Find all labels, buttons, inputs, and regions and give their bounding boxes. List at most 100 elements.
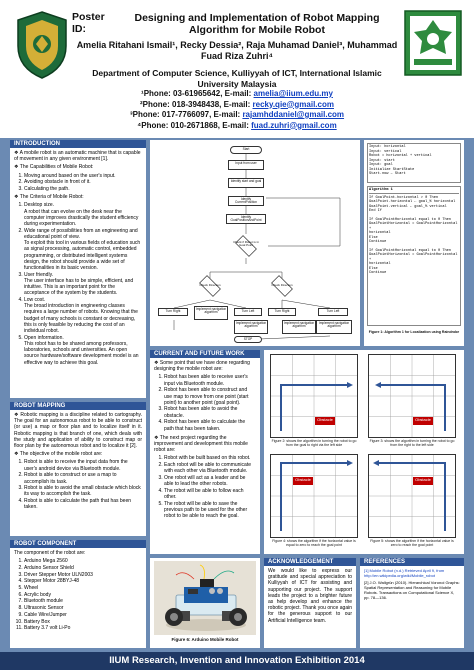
list-item: Desktop size.A robot that can evolve on …: [24, 202, 142, 227]
robot-photo-panel: Figure 6: Arduino Mobile Robot: [150, 558, 260, 648]
flow-goal-check-label: Check if Robot is in Goal Point: [233, 240, 259, 248]
introduction-body: ❖ A mobile robot is an automatic machine…: [10, 148, 146, 368]
list-item: The robot will be able to save the previ…: [164, 501, 256, 520]
contact-line-4: ⁴Phone: 010-2671868, E-mail: fuad.zuhri@…: [72, 121, 402, 132]
arduino-robot-photo: [154, 561, 256, 635]
grid-figure-3: Obstacle: [368, 354, 456, 438]
code-line: If GoalPoint.horizontal > 0 Then: [369, 195, 439, 200]
email-link-1[interactable]: amelia@iium.edu.my: [253, 89, 333, 98]
flow-turn-left-2: Turn Left: [318, 308, 348, 316]
done-list: Robot has been able to receive user's in…: [154, 374, 256, 431]
criteria-label: Wide range of possibilities from an engi…: [24, 227, 138, 240]
algorithm-body-box: Algorithm 1 If GoalPoint.horizontal > 0 …: [367, 186, 461, 326]
algorithm-title: Algorithm 1: [369, 188, 459, 194]
iium-crest-logo: [17, 11, 67, 79]
grid-figures-panel: Obstacle Figure 2: shows the algorithm i…: [264, 350, 464, 554]
list-item: Driver Stepper Motor ULN2003: [24, 572, 142, 578]
robot-mapping-section: ROBOT MAPPING ❖ Robotic mapping is a dis…: [10, 402, 146, 536]
robot-mapping-heading: ROBOT MAPPING: [10, 402, 146, 410]
figure-1-caption: Figure 1: Algorithm 1 for Localization u…: [368, 330, 460, 334]
component-list: Arduino Mega 2560 Arduino Sensor Shield …: [14, 558, 142, 631]
criteria-title: ❖ The Criteria of Mobile Robot:: [14, 194, 84, 201]
code-line: Initialize StartState: [369, 167, 415, 172]
contact-line-3: ³Phone: 017-7766097, E-mail: rajamhddani…: [72, 110, 402, 121]
criteria-label: Open information.: [24, 334, 64, 341]
current-future-body: ❖ Some point that we have done regarding…: [150, 358, 260, 522]
code-line: If GoalPointHorizontal equal to 0 Then: [369, 217, 451, 222]
references-heading: REFERENCES: [360, 558, 464, 566]
contact-phone-3: ³Phone: 017-7766097, E-mail:: [129, 110, 243, 119]
intro-lead: ❖ A mobile robot is an automatic machine…: [14, 150, 141, 163]
component-lead: The component of the robot are:: [14, 550, 86, 556]
objective-list: Robot is able to receive the input data …: [14, 459, 142, 510]
list-item: Arduino Mega 2560: [24, 558, 142, 564]
author-list: Amelia Ritahani Ismail¹, Recky Dessia², …: [76, 40, 398, 61]
criteria-list: Desktop size.A robot that can evolve on …: [14, 202, 142, 365]
acknowledgement-section: ACKNOWLEDGEMENT We would like to express…: [264, 558, 356, 648]
robot-mapping-body: ❖ Robotic mapping is a discipline relate…: [10, 410, 146, 513]
list-item: Battery Box: [24, 619, 142, 625]
flow-turn-left-1: Turn Left: [234, 308, 262, 316]
email-link-3[interactable]: rajamhddaniel@gmail.com: [242, 110, 345, 119]
flowchart-connectors: [173, 154, 341, 340]
list-item: Low cost.The broad introduction in engin…: [24, 297, 142, 334]
capabilities-list: Moving around based on the user's input.…: [14, 173, 142, 193]
current-future-section: CURRENT AND FUTURE WORK ❖ Some point tha…: [150, 350, 260, 554]
list-item: Open information.This robot has to be sh…: [24, 335, 142, 366]
list-item: Robot has been able to calculate the pat…: [164, 419, 256, 431]
list-item: Robot has been able to construct and use…: [164, 387, 256, 406]
code-line: GoalPointHorizontal = GoalPointHorizonta…: [369, 222, 458, 231]
code-line: Continue: [369, 271, 387, 275]
criteria-text: This robot has to be shared among profes…: [24, 340, 139, 366]
grid-figure-2: Obstacle: [270, 354, 358, 438]
flow-goal-point-node: Identify GoalPositionAndPoint: [226, 214, 266, 224]
code-line: Else: [369, 266, 378, 271]
code-line: Start.now ← Start: [369, 172, 406, 176]
email-link-4[interactable]: fuad.zuhri@gmail.com: [251, 120, 337, 130]
flow-start-node: Start: [230, 146, 262, 154]
flow-turn-right-1: Turn Right: [158, 308, 188, 316]
list-item: Calculating the path.: [24, 186, 142, 192]
flow-stop-node: STOP: [234, 336, 262, 343]
done-lead: ❖ Some point that we have done regarding…: [154, 360, 250, 373]
references-section: REFERENCES [1] Mobile Robot (n.d.) Retri…: [360, 558, 464, 648]
next-list: Robot with be built based on this robot.…: [154, 455, 256, 519]
code-line: GoalPointHorizontal = GoalPointHorizonta…: [369, 253, 458, 262]
flow-implement-4: Implement navigation algorithm: [316, 320, 352, 334]
criteria-text: The user interface has to be simple, eff…: [24, 277, 134, 297]
list-item: Stepper Motor 28BYJ-48: [24, 578, 142, 584]
poster-id-label: Poster ID:: [72, 11, 105, 35]
criteria-label: Low cost.: [24, 296, 46, 303]
criteria-text: A robot that can evolve on the desk near…: [24, 208, 139, 228]
algorithm-inputs-box: Input: horizontal Input: vertical Robot …: [367, 143, 461, 183]
list-item: Moving around based on the user's input.: [24, 173, 142, 179]
flow-current-position-node: Identify CurrentPosition: [228, 196, 264, 206]
obstacle-block: Obstacle: [413, 477, 433, 485]
list-item: Arduino Sensor Shield: [24, 565, 142, 571]
flow-implement-3: Implement navigation algorithm: [282, 320, 316, 334]
list-item: User friendly.The user interface has to …: [24, 272, 142, 297]
grid-lines-3: [369, 355, 455, 437]
figure-5-caption: Figure 5: shows the algorithm if the hor…: [370, 539, 454, 548]
code-line: Input: horizontal: [369, 145, 406, 149]
department-line: Department of Computer Science, Kulliyya…: [92, 68, 382, 89]
list-item: Wheel: [24, 585, 142, 591]
list-item: Bluetooth module: [24, 598, 142, 604]
list-item: The robot will be able to follow each ot…: [164, 488, 256, 500]
flow-input-node: Input from user: [228, 160, 264, 170]
grid-lines-4: [271, 455, 357, 537]
criteria-text: To exploit this tool in various fields o…: [24, 240, 141, 271]
list-item: One robot will act as a leader and be ab…: [164, 475, 256, 487]
flow-turn-right-2: Turn Right: [268, 308, 296, 316]
grid-lines-5: [369, 455, 455, 537]
obstacle-block: Obstacle: [315, 417, 335, 425]
figure-2-caption: Figure 2: shows the algorithm in turning…: [271, 439, 357, 448]
flow-direction-label-left: Check Direction: [199, 283, 221, 287]
code-line: GoalPoint.horizontal ← goal_% horizontal: [369, 200, 456, 204]
poster-header: Poster ID: Designing and Implementation …: [0, 0, 474, 138]
figure-3-caption: Figure 3: shows the algorithm in turning…: [369, 439, 455, 448]
criteria-text: The broad introduction in engineering cl…: [24, 303, 138, 334]
email-link-2[interactable]: recky.qie@gmail.com: [252, 99, 334, 109]
header-text-block: Poster ID: Designing and Implementation …: [72, 11, 402, 132]
